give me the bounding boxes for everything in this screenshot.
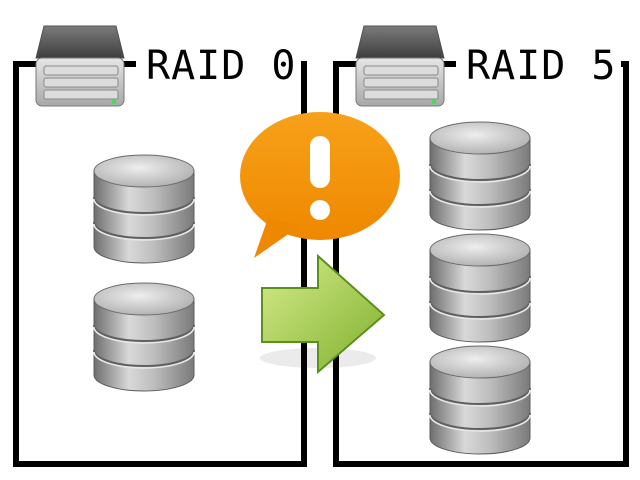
migration-arrow-icon — [260, 253, 386, 375]
raid-5-disk-icon — [429, 121, 531, 231]
raid-0-disk-icon — [93, 154, 195, 264]
raid-0-panel — [13, 25, 307, 467]
raid-5-panel — [333, 25, 629, 467]
raid-5-label: RAID 5 — [462, 46, 621, 86]
raid-0-frame — [13, 61, 307, 467]
raid-0-disk-icon — [93, 282, 195, 392]
exclamation-mark-icon — [310, 136, 330, 188]
raid-5-server-icon — [355, 25, 445, 107]
raid-0-server-icon — [35, 25, 125, 107]
raid-5-disk-icon — [429, 345, 531, 455]
raid-0-label: RAID 0 — [142, 46, 301, 86]
alert-bubble-icon — [240, 112, 400, 258]
raid-5-disk-icon — [429, 233, 531, 343]
